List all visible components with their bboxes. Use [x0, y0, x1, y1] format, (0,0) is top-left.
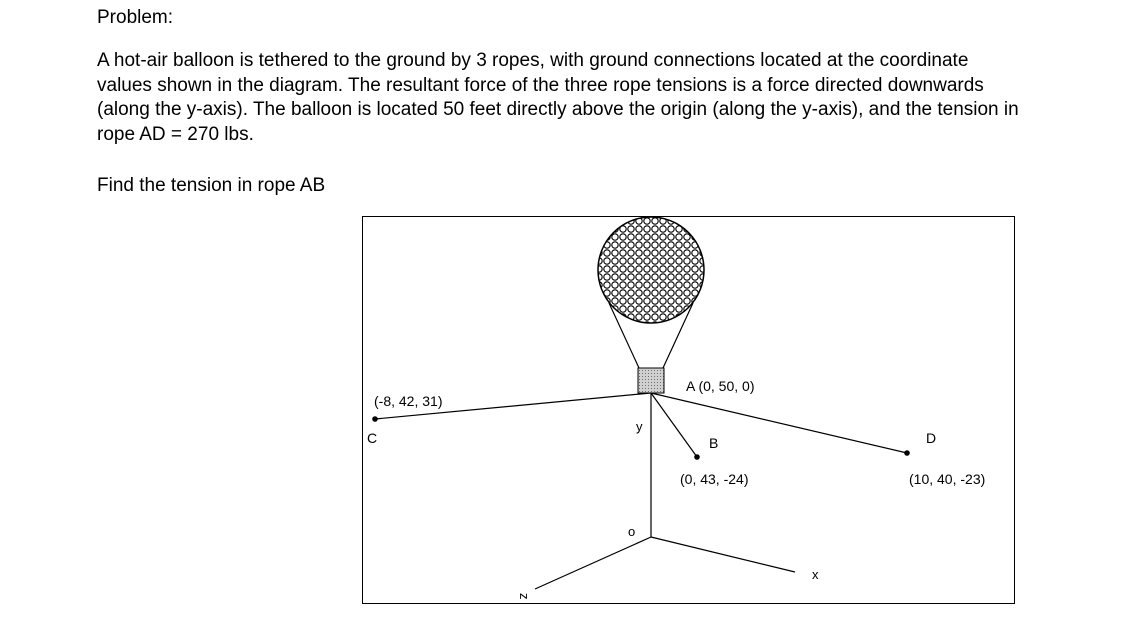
diagram-svg: A (0, 50, 0) (-8, 42, 31) C B (0, 43, -2…	[367, 217, 985, 600]
point-D-marker	[904, 450, 910, 456]
label-origin: o	[628, 524, 635, 539]
balloon-basket	[637, 367, 665, 394]
label-axis-x: x	[812, 567, 819, 582]
label-axis-y: y	[636, 419, 643, 434]
label-coord-B: (0, 43, -24)	[680, 471, 748, 487]
balloon-suspension-line-right	[662, 302, 694, 369]
z-axis	[534, 536, 652, 590]
label-coord-C: (-8, 42, 31)	[374, 393, 442, 409]
label-axis-z: z	[517, 593, 532, 600]
problem-heading: Problem:	[97, 7, 174, 28]
question-text: Find the tension in rope AB	[97, 175, 326, 196]
rope-AC	[374, 392, 652, 420]
point-B-marker	[694, 454, 700, 460]
point-C-marker	[372, 416, 378, 422]
x-axis	[650, 536, 796, 573]
label-point-A: A (0, 50, 0)	[686, 378, 754, 394]
label-point-D: D	[926, 430, 936, 446]
balloon-envelope	[597, 217, 705, 324]
rope-AB	[650, 392, 698, 458]
balloon-diagram: A (0, 50, 0) (-8, 42, 31) C B (0, 43, -2…	[362, 216, 1015, 604]
label-point-B: B	[709, 435, 718, 451]
label-coord-D: (10, 40, -23)	[909, 471, 985, 487]
label-point-C: C	[367, 430, 377, 446]
problem-statement: A hot-air balloon is tethered to the gro…	[97, 50, 1019, 145]
rope-AD	[650, 392, 908, 454]
balloon-suspension-line-left	[608, 302, 640, 369]
